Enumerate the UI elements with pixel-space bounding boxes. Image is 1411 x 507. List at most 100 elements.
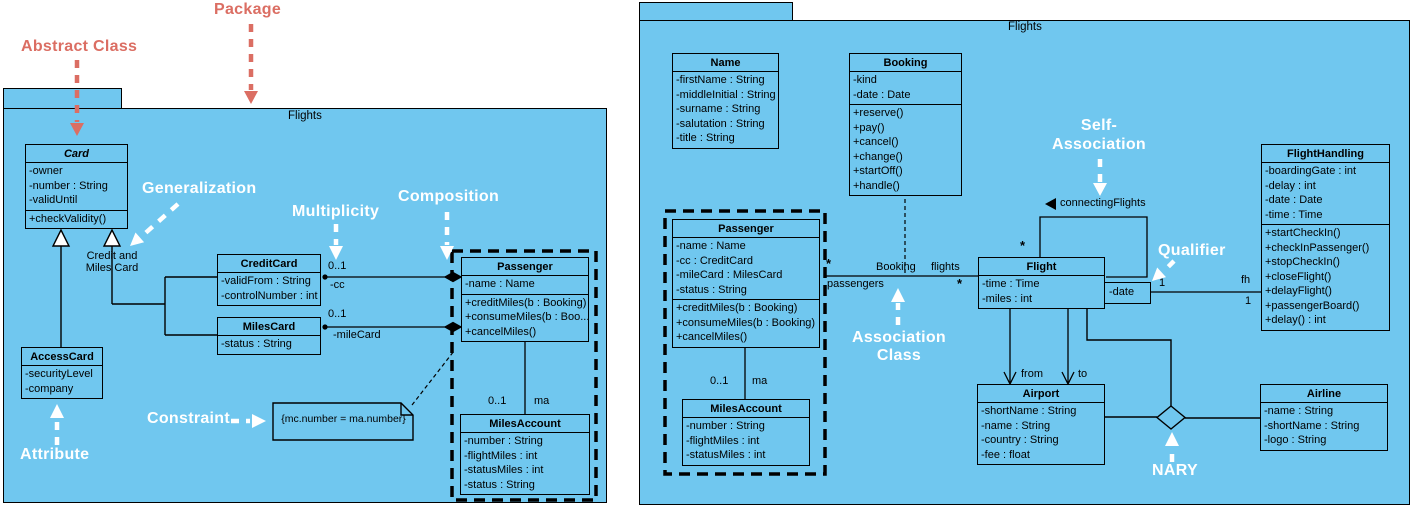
class-milesaccount-left[interactable]: MilesAccount -number : String -flightMil… (460, 414, 590, 495)
class-operations: +creditMiles(b : Booking) +consumeMiles(… (673, 299, 819, 347)
dashed-boundary-left[interactable] (450, 249, 598, 502)
direction-marker-icon (1045, 198, 1056, 210)
attribute-row: -mileCard : MilesCard (676, 269, 783, 281)
class-accesscard[interactable]: AccessCard -securityLevel -company (21, 347, 103, 399)
multiplicity-label: 0..1 (488, 395, 507, 407)
attribute-row: -title : String (676, 132, 735, 144)
class-attributes: -securityLevel -company (22, 365, 102, 398)
attribute-row: -logo : String (1264, 434, 1327, 446)
class-flighthandling[interactable]: FlightHandling -boardingGate : int -dela… (1261, 144, 1390, 331)
class-title: Card (63, 148, 90, 160)
attribute-row: -shortName : String (981, 405, 1077, 417)
class-booking[interactable]: Booking -kind -date : Date +reserve() +p… (849, 53, 962, 196)
role-label-cc: -cc (330, 279, 345, 291)
attribute-row: -status : String (676, 283, 747, 296)
multiplicity-label: 0..1 (710, 375, 729, 387)
operation-row: +creditMiles(b : Booking) (676, 302, 798, 314)
self-association-loop[interactable] (1039, 198, 1148, 278)
class-name[interactable]: Name -firstName : String -middleInitial … (672, 53, 779, 149)
class-title: FlightHandling (1287, 148, 1364, 160)
role-label-milecard: -mileCard (333, 329, 381, 341)
attribute-row: -surname : String (676, 103, 761, 115)
nary-pointer-arrow (1165, 432, 1179, 462)
attribute-row: -delay : int (1265, 179, 1316, 192)
attribute-row: -flightMiles : int (686, 434, 760, 447)
operation-row: +handle() (853, 179, 900, 192)
attribute-row: -name : String (1264, 405, 1334, 417)
class-airport[interactable]: Airport -shortName : String -name : Stri… (977, 384, 1105, 465)
nary-association[interactable] (1086, 308, 1261, 430)
attribute-row: -statusMiles : int (464, 464, 544, 476)
class-title: MilesAccount (489, 418, 561, 430)
qualifier-pointer-arrow (1152, 259, 1176, 281)
nary-diamond-icon (1155, 405, 1187, 430)
attribute-row: -securityLevel (25, 368, 93, 380)
attribute-row: -middleInitial : String (676, 88, 776, 101)
qualifier-box[interactable]: -date (1104, 282, 1151, 304)
constraint-note[interactable] (272, 350, 455, 441)
class-title: Airline (1306, 388, 1342, 400)
attribute-row: -date : Date (853, 88, 911, 101)
flight-airport-from[interactable] (1003, 308, 1017, 386)
class-operations: +checkValidity() (26, 209, 127, 229)
attribute-row: -name : Name (465, 278, 535, 290)
class-flight[interactable]: Flight -time : Time -miles : int (978, 257, 1105, 309)
class-attributes: -name : String -shortName : String -logo… (1261, 402, 1387, 450)
abstract-class-pointer-arrow (70, 60, 84, 136)
class-title: MilesAccount (710, 403, 782, 415)
class-attributes: -name : Name -cc : CreditCard -mileCard … (673, 237, 819, 299)
class-title: AccessCard (30, 351, 94, 363)
generalization-connector[interactable] (51, 228, 217, 347)
annotation-composition: Composition (398, 188, 500, 205)
attribute-row: -owner (29, 165, 63, 177)
class-creditcard[interactable]: CreditCard -validFrom : String -controlN… (217, 254, 321, 306)
role-label-ma: ma (752, 375, 768, 387)
attribute-row: -name : Name (676, 240, 746, 252)
operation-row: +consumeMiles(b : Boo... (465, 311, 590, 323)
multiplicity-label: * (826, 256, 832, 271)
attribute-row: -controlNumber : int (221, 289, 318, 302)
attribute-row: -number : String (29, 179, 108, 192)
attribute-row: -company (25, 382, 74, 395)
multiplicity-pointer-arrow (329, 224, 343, 260)
attribute-row: -fee : float (981, 448, 1030, 461)
role-label-fh: fh (1241, 274, 1251, 286)
attribute-row: -date : Date (1265, 194, 1323, 206)
class-card[interactable]: Card -owner -number : String -validUntil… (25, 144, 128, 229)
class-attributes: -name : Name (462, 275, 588, 294)
multiplicity-label: 1 (1159, 277, 1166, 289)
attribute-row: -validUntil (29, 194, 78, 206)
annotation-qualifier: Qualifier (1158, 242, 1226, 259)
class-title: Airport (1022, 388, 1060, 400)
class-title: Passenger (497, 261, 553, 273)
class-attributes: -kind -date : Date (850, 71, 961, 104)
annotation-constraint: Constraint (147, 410, 230, 427)
class-title: MilesCard (242, 321, 296, 333)
class-milesaccount-right[interactable]: MilesAccount -number : String -flightMil… (682, 399, 810, 466)
class-attributes: -status : String (218, 335, 320, 354)
class-operations: +creditMiles(b : Booking) +consumeMiles(… (462, 293, 590, 342)
operation-row: +delayFlight() (1265, 285, 1332, 297)
attribute-row: -time : Time (982, 278, 1040, 290)
class-passenger-left[interactable]: Passenger -name : Name +creditMiles(b : … (461, 257, 589, 342)
operation-row: +closeFlight() (1265, 270, 1332, 283)
attribute-row: -miles : int (982, 292, 1033, 305)
class-passenger-right[interactable]: Passenger -name : Name -cc : CreditCard … (672, 219, 820, 348)
class-attributes: -firstName : String -middleInitial : Str… (673, 71, 778, 148)
flight-airport-to[interactable] (1061, 308, 1075, 386)
annotation-attribute: Attribute (20, 446, 90, 463)
annotation-association-class: Association Class (852, 329, 946, 364)
attribute-row: -cc : CreditCard (676, 254, 754, 267)
attribute-row: -shortName : String (1264, 419, 1360, 432)
association-class-name: Booking (876, 261, 916, 273)
attribute-row: -boardingGate : int (1265, 165, 1357, 177)
class-airline[interactable]: Airline -name : String -shortName : Stri… (1260, 384, 1388, 451)
class-attributes: -validFrom : String -controlNumber : int (218, 272, 320, 305)
dashed-boundary-right[interactable] (663, 209, 827, 476)
class-attributes: -number : String -flightMiles : int -sta… (683, 417, 809, 465)
package-pointer-arrow (244, 24, 258, 104)
class-operations: +reserve() +pay() +cancel() +change() +s… (850, 104, 961, 195)
class-milescard[interactable]: MilesCard -status : String (217, 317, 321, 355)
right-package-title: Flights (1008, 21, 1042, 33)
